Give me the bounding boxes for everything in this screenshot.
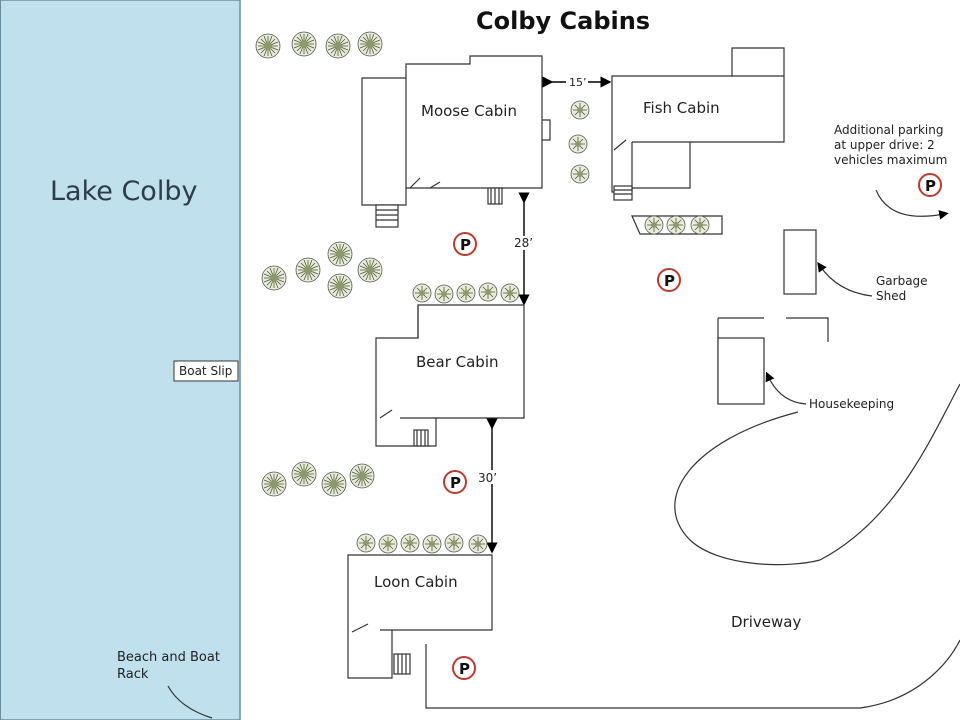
parking-upper: P — [918, 173, 942, 197]
housekeeping-label: Housekeeping — [809, 397, 894, 411]
shrubs-top — [255, 31, 383, 59]
beach-pointer — [167, 685, 213, 719]
fish-cabin-label: Fish Cabin — [643, 99, 720, 117]
svg-text:P: P — [664, 272, 675, 290]
driveway-label: Driveway — [731, 613, 801, 631]
parking-note-1: Additional parking — [834, 123, 943, 137]
parking-moose: P — [453, 232, 477, 256]
planter-box — [631, 215, 723, 235]
moose-cabin-label: Moose Cabin — [421, 102, 517, 120]
parking-note-3: vehicles maximum — [834, 153, 947, 167]
loon-cabin: Loon Cabin — [347, 554, 493, 679]
shrubs-loon — [356, 533, 488, 554]
parking-loon: P — [452, 656, 476, 680]
shrubs-lower — [261, 461, 375, 497]
distance-moose-bear: 28’ — [514, 236, 533, 250]
svg-text:P: P — [459, 660, 470, 678]
parking-note-2: at upper drive: 2 — [834, 138, 935, 152]
parking-fish: P — [657, 268, 681, 292]
bear-cabin-label: Bear Cabin — [416, 353, 499, 371]
boat-slip-box — [173, 360, 239, 382]
svg-text:P: P — [460, 236, 471, 254]
map-title: Colby Cabins — [476, 7, 650, 35]
bear-cabin: Bear Cabin — [375, 304, 525, 447]
beach-label-1: Beach and Boat — [117, 650, 220, 665]
housekeeping-pointer — [765, 371, 807, 405]
housekeeping-building — [717, 317, 829, 405]
driveway-right — [819, 383, 960, 561]
lake — [0, 0, 241, 720]
svg-text:P: P — [450, 474, 461, 492]
shrubs-bear — [412, 282, 520, 304]
fish-cabin: Fish Cabin — [611, 47, 785, 201]
distance-moose-fish: 15’ — [569, 76, 587, 89]
garbage-label-1: Garbage — [876, 274, 928, 288]
driveway-inner — [674, 411, 821, 566]
lake-label: Lake Colby — [50, 176, 197, 207]
driveway-outer — [425, 639, 960, 709]
garbage-shed — [783, 229, 817, 295]
upper-drive-arrow — [875, 189, 949, 220]
loon-cabin-label: Loon Cabin — [374, 573, 458, 591]
parking-bear: P — [443, 470, 467, 494]
distance-bear-loon: 30’ — [478, 471, 497, 485]
garbage-label-2: Shed — [876, 289, 906, 303]
moose-cabin: Moose Cabin — [361, 55, 551, 228]
svg-text:P: P — [925, 177, 936, 195]
boat-slip-label: Boat Slip — [179, 364, 232, 378]
garbage-pointer — [817, 262, 873, 297]
beach-label-2: Rack — [117, 667, 149, 682]
shrubs-between — [568, 100, 590, 184]
shrubs-middle — [261, 241, 383, 299]
